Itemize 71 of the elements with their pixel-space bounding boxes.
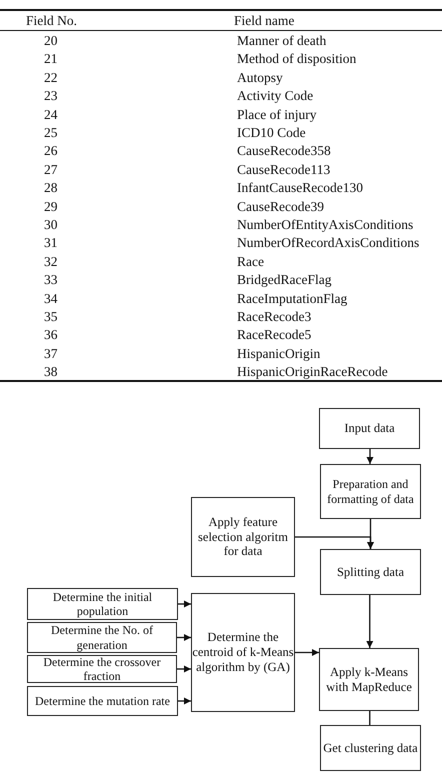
- box-label: Determine the centroid of k-Means algorithm by (GA): [192, 630, 294, 675]
- arrow: [177, 634, 191, 641]
- box-label: Apply k-Means with MapReduce: [325, 664, 413, 694]
- table-cell: HispanicOriginRaceRecode: [237, 363, 388, 382]
- table-cell: 25: [44, 124, 58, 142]
- table-cell: Method of disposition: [237, 50, 356, 68]
- connector-line: [369, 711, 370, 725]
- table-cell: CauseRecode39: [237, 198, 324, 216]
- table-cell: 27: [44, 160, 58, 179]
- process-box: [319, 648, 419, 711]
- process-box: [27, 686, 178, 716]
- table-cell: ICD10 Code: [237, 124, 306, 142]
- table-cell: CauseRecode358: [237, 142, 331, 160]
- table-cell: NumberOfEntityAxisConditions: [237, 216, 414, 234]
- box-label: Get clustering data: [323, 740, 418, 756]
- table-cell: 30: [44, 216, 58, 234]
- process-box: [320, 464, 421, 519]
- table-cell: 37: [44, 344, 58, 363]
- process-box: [319, 408, 420, 449]
- table-cell: RaceRecode5: [237, 326, 312, 344]
- process-box: [320, 549, 421, 595]
- arrow: [366, 449, 374, 464]
- process-box: [27, 655, 177, 683]
- box-label: Determine the No. of generation: [50, 623, 154, 652]
- process-box: [191, 497, 295, 577]
- box-label: Apply feature selection algoritm for data: [197, 514, 289, 560]
- table-cell: Race: [237, 252, 264, 271]
- table-cell: 35: [44, 308, 58, 326]
- table-cell: 33: [44, 271, 58, 290]
- table-cell: 20: [44, 32, 58, 50]
- table-cell: 21: [44, 50, 58, 68]
- column-header: Field name: [234, 12, 294, 30]
- table-cell: BridgedRaceFlag: [237, 271, 332, 290]
- table-cell: 36: [44, 326, 58, 344]
- table-cell: 23: [44, 87, 58, 106]
- box-label: Determine the crossover fraction: [42, 654, 162, 684]
- table-cell: Manner of death: [237, 32, 326, 50]
- box-label: Preparation and formatting of data: [326, 477, 415, 506]
- arrow: [295, 536, 374, 549]
- process-box: [320, 725, 421, 771]
- table-cell: Place of injury: [237, 106, 316, 124]
- table-cell: RaceRecode3: [237, 308, 312, 326]
- process-box: [27, 588, 178, 620]
- box-label: Determine the initial population: [52, 590, 154, 618]
- arrow: [178, 600, 191, 608]
- table-cell: 31: [44, 234, 58, 252]
- column-header: Field No.: [26, 12, 78, 30]
- box-label: Determine the mutation rate: [35, 694, 170, 708]
- table-cell: 24: [44, 106, 58, 124]
- process-box: [191, 593, 295, 712]
- arrow: [177, 666, 191, 672]
- box-label: Input data: [344, 421, 395, 436]
- table-cell: NumberOfRecordAxisConditions: [237, 234, 420, 252]
- table-cell: Activity Code: [237, 87, 314, 106]
- table-cell: 32: [44, 252, 58, 271]
- table-cell: 22: [44, 68, 58, 87]
- arrow: [366, 595, 374, 648]
- table-cell: 26: [44, 142, 58, 160]
- table-cell: RaceImputationFlag: [237, 290, 348, 308]
- arrow: [295, 649, 319, 656]
- table-cell: 28: [44, 179, 58, 198]
- table-cell: 29: [44, 198, 58, 216]
- table-cell: CauseRecode113: [237, 160, 330, 179]
- table-cell: 34: [44, 290, 58, 308]
- table-cell: 38: [44, 363, 58, 382]
- box-label: Splitting data: [336, 564, 404, 580]
- arrow: [178, 698, 191, 704]
- table-cell: Autopsy: [237, 68, 283, 87]
- table-cell: HispanicOrigin: [237, 344, 320, 363]
- table-cell: InfantCauseRecode130: [237, 179, 363, 198]
- process-box: [27, 622, 177, 653]
